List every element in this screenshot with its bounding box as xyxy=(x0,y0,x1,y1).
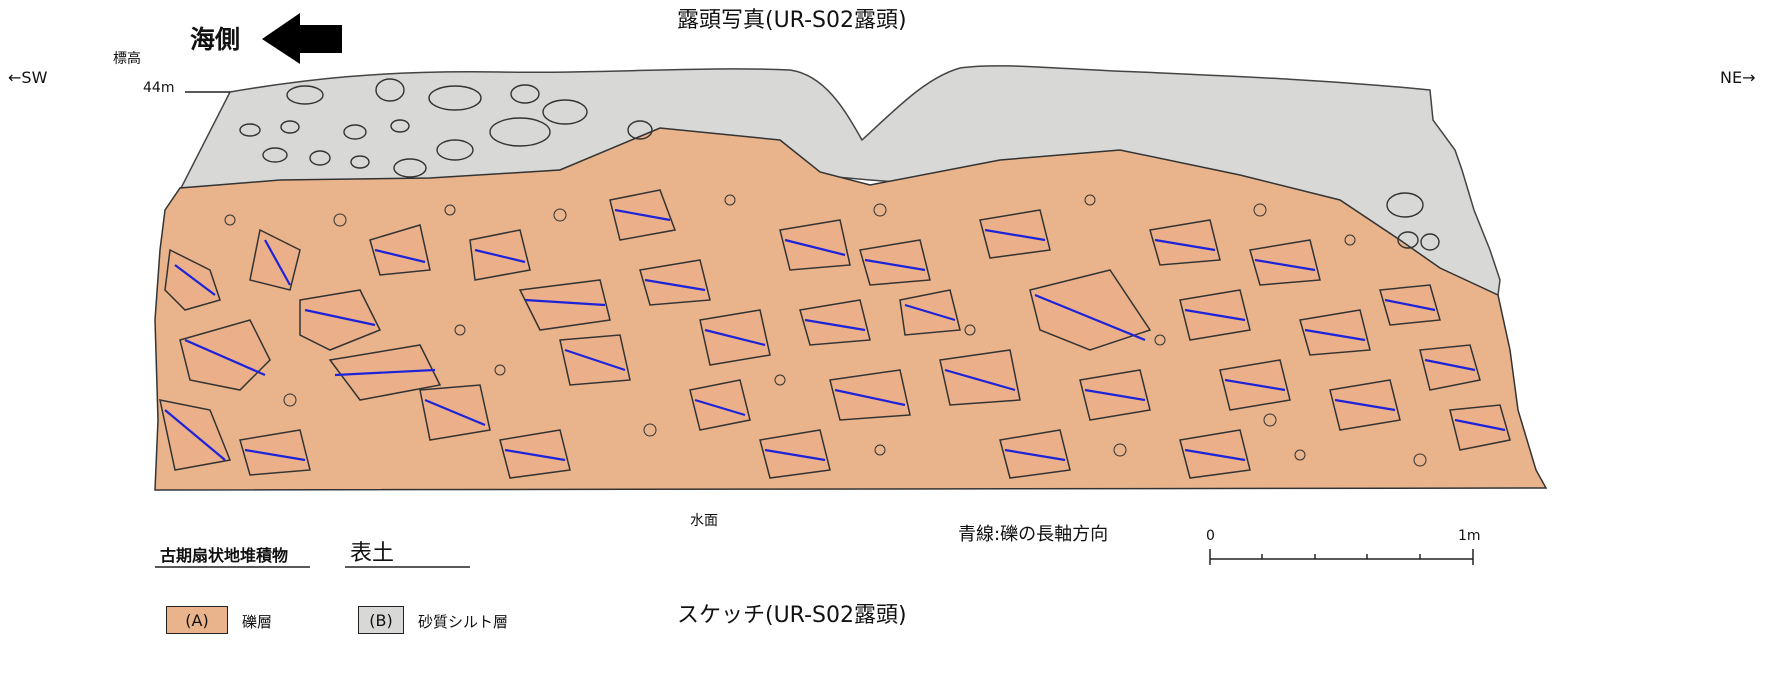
legend-label-topsoil: 砂質シルト層 xyxy=(418,613,509,631)
elevation-label: 標高 xyxy=(113,51,141,67)
gravel-clasts xyxy=(159,189,1511,479)
scale-bar-end: 1m xyxy=(1458,528,1481,544)
orientation-right: NE→ xyxy=(1720,68,1756,87)
elevation-value: 44m xyxy=(143,80,175,96)
blue-line-note: 青線:礫の長軸方向 xyxy=(958,524,1109,545)
legend-code-a: (A) xyxy=(185,611,209,630)
orientation-left: ←SW xyxy=(8,68,48,87)
sea-side-label: 海側 xyxy=(190,25,241,54)
sketch-title: スケッチ(UR-S02露頭) xyxy=(677,603,907,628)
topsoil-cobbles xyxy=(239,78,1440,251)
photo-title: 露頭写真(UR-S02露頭) xyxy=(677,8,907,33)
scale-bar xyxy=(1209,549,1474,565)
legend-swatch-topsoil: (B) xyxy=(358,606,404,634)
legend-group-a-title: 古期扇状地堆積物 xyxy=(160,546,289,565)
legend-label-gravel: 礫層 xyxy=(242,613,273,631)
clast-long-axis-lines xyxy=(164,208,1506,462)
legend-code-b: (B) xyxy=(369,611,393,630)
scale-bar-start: 0 xyxy=(1206,528,1215,544)
gravel-pebbles xyxy=(224,194,1427,467)
water-surface-label: 水面 xyxy=(690,513,718,529)
topsoil-layer xyxy=(178,65,1501,311)
sea-side-arrow-icon xyxy=(262,13,342,64)
legend-group-b-title: 表土 xyxy=(350,541,395,566)
legend-swatch-gravel: (A) xyxy=(166,606,228,634)
